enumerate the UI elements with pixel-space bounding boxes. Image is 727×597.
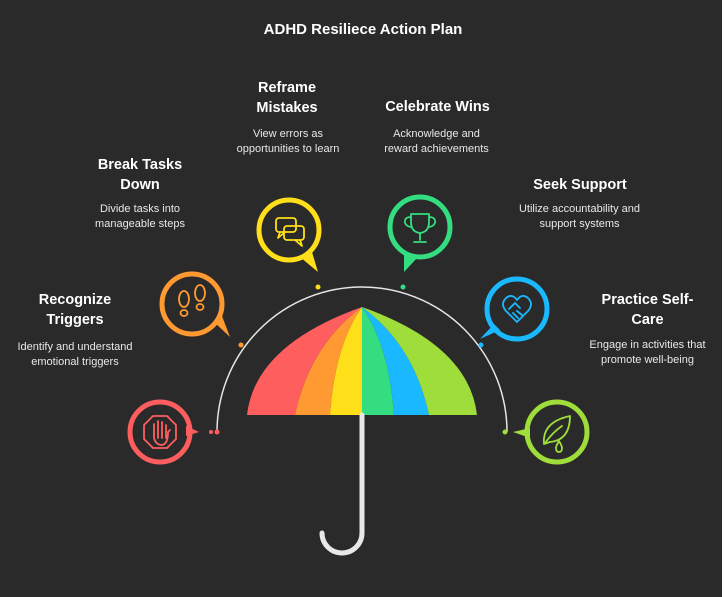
item-title-practice-self-care: Practice Self-Care: [601, 292, 694, 328]
trophy-icon: [403, 213, 437, 243]
canopy-panel-orange: [295, 307, 362, 415]
canopy-panel-green: [362, 307, 394, 415]
canopy-panel-blue: [362, 307, 429, 415]
canopy-panel-red: [247, 307, 362, 415]
leaf-drop-icon: [543, 415, 571, 453]
item-description-break-tasks-down: Divide tasks into manageable steps: [95, 203, 185, 230]
item-title-reframe-mistakes: Reframe Mistakes: [256, 80, 318, 116]
item-title-celebrate-wins: Celebrate Wins: [385, 99, 490, 115]
handshake-heart-icon: [502, 295, 532, 323]
canopy-panel-lime: [362, 307, 477, 415]
connector-arc: [216, 286, 508, 433]
chat-bubbles-icon: [275, 217, 305, 247]
icon-circle-recognize-triggers: [127, 399, 213, 465]
diagram-title: ADHD Resiliece Action Plan: [263, 21, 463, 38]
item-title-seek-support: Seek Support: [533, 177, 627, 193]
arc-dot: [478, 342, 484, 348]
icon-circle-break-tasks-down: [159, 271, 230, 337]
arc-dot: [400, 284, 406, 290]
item-description-practice-self-care: Engage in activities that promote well-b…: [589, 339, 706, 366]
item-description-celebrate-wins: Acknowledge and reward achievements: [384, 128, 489, 155]
item-title-recognize-triggers: Recognize Triggers: [38, 292, 112, 328]
arc-dot: [238, 342, 244, 348]
icon-circle-reframe-mistakes: [256, 197, 322, 272]
arc-dot: [315, 284, 321, 290]
umbrella-canopy: [247, 307, 477, 415]
item-description-seek-support: Utilize accountability and support syste…: [518, 203, 641, 230]
item-description-recognize-triggers: Identify and understand emotional trigge…: [17, 341, 133, 368]
icon-circle-practice-self-care: [503, 399, 590, 465]
canopy-panel-yellow: [330, 307, 362, 415]
footprints-icon: [178, 284, 206, 317]
icon-circle-celebrate-wins: [387, 194, 453, 272]
umbrella-handle: [319, 412, 365, 556]
item-description-reframe-mistakes: View errors as opportunities to learn: [236, 128, 340, 155]
arc-dot: [214, 429, 220, 435]
icon-circle-seek-support: [480, 276, 550, 342]
stop-hand-icon: [143, 415, 177, 449]
item-title-break-tasks-down: Break Tasks Down: [97, 157, 183, 193]
